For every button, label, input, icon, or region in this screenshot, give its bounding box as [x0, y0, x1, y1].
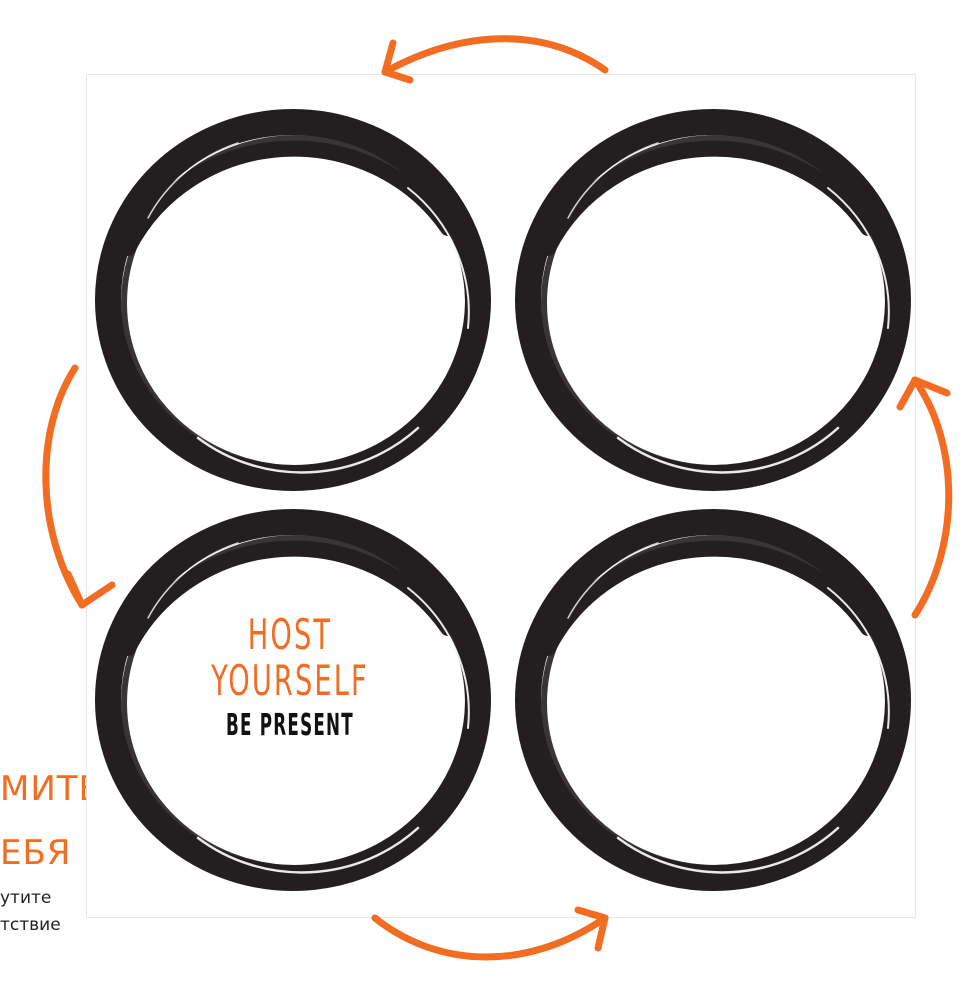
center-title-line-1: HOST [247, 610, 333, 659]
curved-arrow-icon [371, 906, 609, 961]
partial-body-line-1: утите [0, 888, 52, 908]
brush-circle-icon [515, 509, 911, 891]
curved-arrow-icon [896, 376, 953, 619]
brush-circle-icon [95, 509, 491, 891]
center-label: HOST YOURSELF BE PRESENT [150, 612, 430, 746]
curved-arrow-icon [381, 35, 609, 84]
brush-circle-icon [95, 109, 491, 491]
curved-arrow-icon [42, 364, 116, 609]
partial-title-line-2: ЕБЯ [0, 833, 72, 873]
center-title-line-2: YOURSELF [211, 656, 369, 705]
center-subtitle: BE PRESENT [226, 708, 354, 743]
partial-body-line-2: тствие [0, 915, 61, 935]
partial-title-line-1: МИТЕ [0, 769, 102, 809]
brush-circle-icon [515, 109, 911, 491]
diagram-panel [86, 74, 916, 918]
